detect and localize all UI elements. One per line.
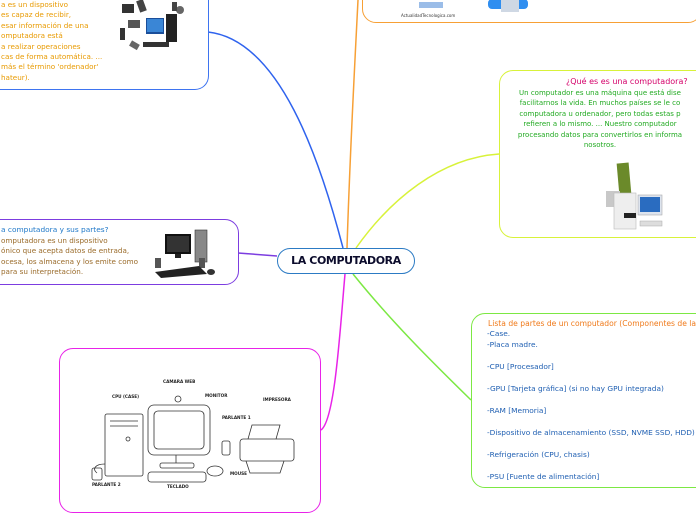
node-text: Un computador es una máquina que está di… <box>500 88 696 150</box>
computer-line-drawing <box>91 395 295 483</box>
text-line: omputadora es un dispositivo <box>1 236 108 245</box>
label-speaker1: PARLANTE 1 <box>222 415 251 420</box>
label-keyboard: TECLADO <box>167 484 189 489</box>
list-item: -RAM [Memoria] <box>487 406 547 415</box>
text-line: refieren a lo mismo. ... Nuestro computa… <box>523 120 677 129</box>
text-line: hateur). <box>1 72 30 82</box>
text-line: ocesa, los almacena y los emite como <box>1 256 138 266</box>
node-computer-diagram[interactable]: CAMARA WEB CPU (CASE) MONITOR IMPRESORA … <box>59 348 321 513</box>
text-line: más el término 'ordenador' <box>1 62 99 72</box>
text-line: procesando datos para convertirlos en in… <box>517 130 683 139</box>
desktop-computer-image <box>155 229 215 278</box>
connector-bottom-left <box>320 273 346 431</box>
list-item: -Dispositivo de almacenamiento (SSD, NVM… <box>487 428 695 437</box>
text-line: a es un dispositivo <box>1 0 69 9</box>
node-title: a computadora y sus partes? <box>1 225 109 234</box>
node-text: omputadora es un dispositivo ónico que a… <box>1 236 138 278</box>
connector-bottom-right <box>352 273 472 401</box>
list-item: -GPU [Tarjeta gráfica] (si no hay GPU in… <box>487 384 664 393</box>
connector-left <box>237 252 278 257</box>
node-what-is-computer[interactable]: ¿Qué es es una computadora? Un computado… <box>499 70 696 238</box>
text-line: a realizar operaciones <box>1 41 81 51</box>
connector-top <box>346 0 359 249</box>
connector-top-left <box>207 31 344 249</box>
list-item: -Case. <box>487 329 511 338</box>
root-label: LA COMPUTADORA <box>291 254 401 267</box>
node-image-top[interactable]: ActualidadTecnologica.com <box>362 0 696 23</box>
node-definition-top-left[interactable]: a es un dispositivo es capaz de recibir,… <box>0 0 209 90</box>
text-line: cas de forma automática. ... <box>1 52 103 62</box>
text-line: es capaz de recibir, <box>1 10 72 20</box>
text-line: omputadora está <box>1 31 63 41</box>
computer-parts-image <box>606 162 663 230</box>
image-caption: ActualidadTecnologica.com <box>401 13 456 18</box>
image-fragment <box>419 2 443 8</box>
node-computer-and-parts[interactable]: a computadora y sus partes? omputadora e… <box>0 219 239 285</box>
text-line: para su interpretación. <box>1 267 84 277</box>
node-parts-list[interactable]: Lista de partes de un computador (Compon… <box>471 313 696 488</box>
label-speaker2: PARLANTE 2 <box>92 482 121 487</box>
list-item: -Refrigeración (CPU, chasis) <box>487 450 590 459</box>
label-mouse: MOUSE <box>230 471 248 476</box>
node-text: a es un dispositivo es capaz de recibir,… <box>1 0 102 83</box>
text-line: nosotros. <box>583 141 617 150</box>
root-node[interactable]: LA COMPUTADORA <box>277 248 415 274</box>
image-fragment <box>501 0 519 12</box>
node-title: ¿Qué es es una computadora? <box>566 77 688 86</box>
text-line: computadora u ordenador, pero todas esta… <box>519 109 681 118</box>
list-item: -Placa madre. <box>487 340 538 349</box>
label-printer: IMPRESORA <box>263 397 291 402</box>
label-monitor: MONITOR <box>205 393 228 398</box>
node-title: Lista de partes de un computador (Compon… <box>488 319 696 328</box>
computer-devices-image <box>120 0 184 51</box>
label-cpu: CPU (CASE) <box>112 394 140 399</box>
list-item: -PSU [Fuente de alimentación] <box>487 472 600 481</box>
text-line: esar información de una <box>1 20 89 30</box>
connector-right <box>355 153 500 249</box>
list-item: -CPU [Procesador] <box>487 362 554 371</box>
label-camera: CAMARA WEB <box>163 379 196 384</box>
text-line: Un computador es una máquina que está di… <box>519 89 681 97</box>
text-line: ónico que acepta datos de entrada, <box>1 246 130 256</box>
text-line: facilitarnos la vida. En muchos países s… <box>519 99 681 108</box>
